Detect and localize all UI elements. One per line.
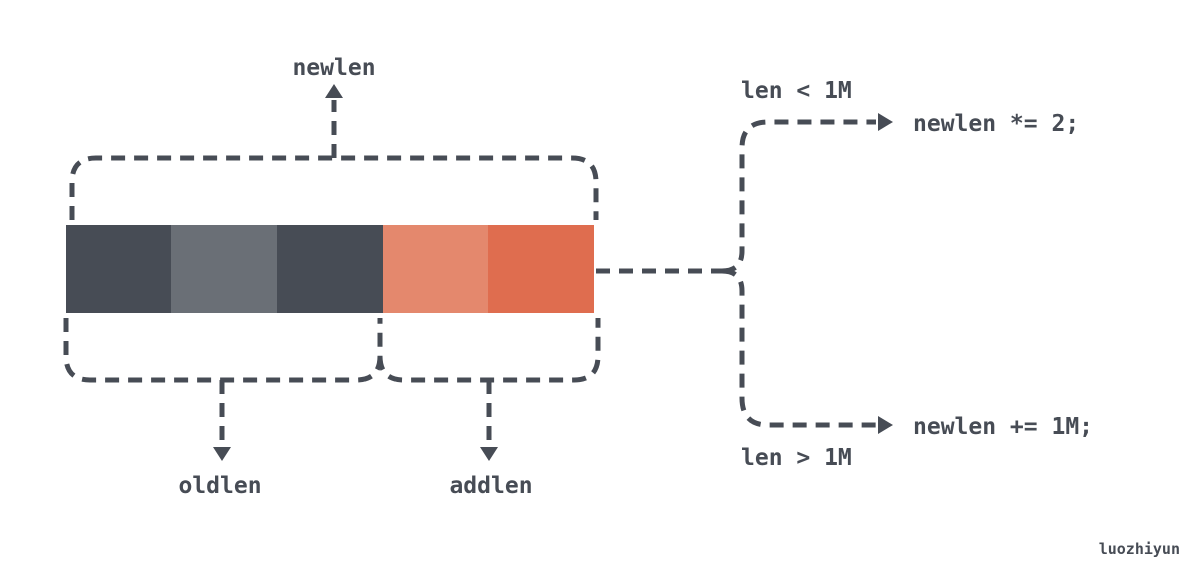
addlen-label: addlen [449,473,532,499]
condition-small-label: len < 1M [741,78,852,104]
newlen-brace [69,155,599,220]
fork-upper-branch [721,119,876,274]
arrow-right-icon [878,113,893,131]
condition-large-label: len > 1M [741,445,852,471]
oldlen-label: oldlen [178,473,261,499]
block-4 [383,225,489,313]
result-add-label: newlen += 1M; [913,414,1093,440]
block-5 [488,225,594,313]
watermark: luozhiyun [1099,540,1180,558]
arrow-down-icon [213,447,231,461]
buffer-bar [66,225,594,313]
fork-lower-branch [721,268,876,428]
addlen-brace [377,318,601,383]
result-double-label: newlen *= 2; [913,111,1079,137]
arrow-right-icon [878,416,893,434]
arrow-up-icon [325,84,343,98]
arrow-down-icon [480,447,498,461]
block-1 [66,225,172,313]
block-3 [277,225,383,313]
newlen-label: newlen [292,55,375,81]
oldlen-brace [63,318,383,383]
block-2 [171,225,277,313]
